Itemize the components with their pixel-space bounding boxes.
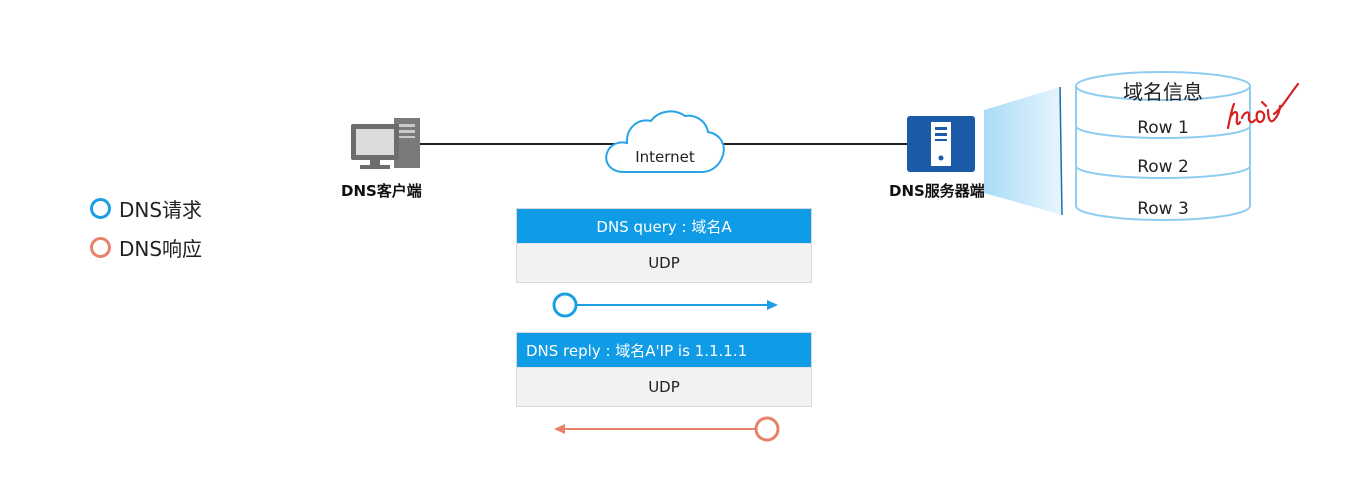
database-row-2: Row 2 (1137, 157, 1189, 177)
server-label: DNS服务器端 (889, 182, 985, 200)
query-packet-body: UDP (517, 243, 811, 282)
query-packet-header-text: DNS query : 域名A (596, 217, 732, 236)
response-circle-icon (90, 236, 111, 258)
cloud-icon (605, 110, 725, 173)
client-label: DNS客户端 (341, 182, 422, 200)
internet-label: Internet (635, 148, 695, 166)
lookup-beam (984, 86, 1063, 216)
database-cylinder (1075, 71, 1251, 221)
query-packet-header: DNS query : 域名A (517, 209, 811, 243)
request-circle-icon (90, 197, 111, 219)
database-row-3: Row 3 (1137, 199, 1189, 219)
handwritten-annotation (1226, 82, 1300, 130)
reply-packet: DNS reply : 域名A'IP is 1.1.1.1 UDP (516, 332, 812, 407)
query-packet: DNS query : 域名A UDP (516, 208, 812, 283)
reply-packet-header: DNS reply : 域名A'IP is 1.1.1.1 (517, 333, 811, 367)
legend-response-label: DNS响应 (119, 236, 203, 261)
legend-request: DNS请求 (90, 193, 202, 223)
reply-packet-body: UDP (517, 367, 811, 406)
legend-response: DNS响应 (90, 232, 202, 262)
request-arrow (552, 292, 778, 318)
reply-packet-header-text: DNS reply : 域名A'IP is 1.1.1.1 (526, 341, 748, 360)
database-row-1: Row 1 (1137, 118, 1189, 138)
computer-icon (351, 118, 420, 169)
legend-request-label: DNS请求 (119, 197, 203, 222)
response-arrow (554, 416, 780, 442)
server-icon (907, 116, 975, 172)
database-title: 域名信息 (1123, 80, 1203, 104)
